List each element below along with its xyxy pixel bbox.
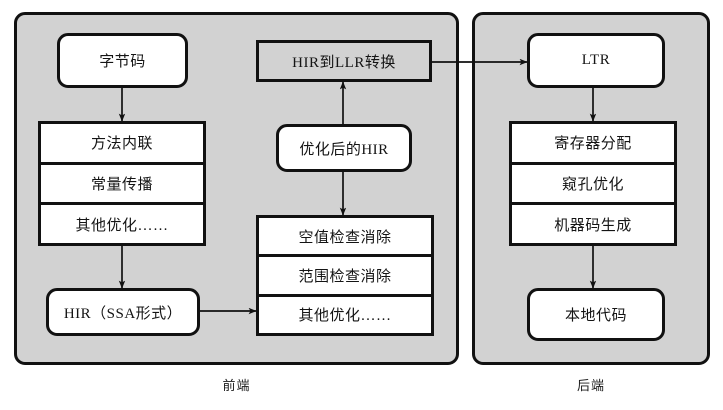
stack-cell-peephole-optimization[interactable]: 窥孔优化 (512, 165, 674, 206)
caption-backend: 后端 (576, 378, 605, 393)
stack-cell-machine-code-generation[interactable]: 机器码生成 (554, 217, 632, 234)
node-optimized-hir[interactable]: 优化后的HIR (276, 124, 412, 172)
node-ltr[interactable]: LTR (527, 33, 665, 88)
stack-cell-other-optimizations[interactable]: 其他优化…… (75, 217, 169, 234)
stack-frontend-optimizations: 方法内联 常量传播 其他优化…… (38, 121, 206, 246)
node-hir-to-llr-conversion[interactable]: HIR到LLR转换 (256, 40, 432, 82)
stack-backend-codegen: 寄存器分配 窥孔优化 机器码生成 (509, 121, 677, 246)
node-hir-ssa-form[interactable]: HIR（SSA形式） (46, 288, 200, 336)
stack-frontend-checks: 空值检查消除 范围检查消除 其他优化…… (256, 215, 434, 336)
node-native-code-label: 本地代码 (564, 308, 627, 324)
caption-frontend: 前端 (222, 378, 251, 393)
stack-cell-range-check-elimination[interactable]: 范围检查消除 (259, 257, 431, 297)
stack-cell-other-optimizations-2[interactable]: 其他优化…… (298, 308, 392, 325)
node-hir-ssa-form-label: HIR（SSA形式） (63, 305, 183, 322)
stack-cell-method-inlining[interactable]: 方法内联 (41, 124, 203, 165)
node-hir-to-llr-conversion-label: HIR到LLR转换 (292, 54, 396, 71)
node-native-code[interactable]: 本地代码 (527, 288, 665, 341)
node-bytecode[interactable]: 字节码 (57, 33, 188, 88)
node-optimized-hir-label: 优化后的HIR (299, 141, 389, 158)
stack-cell-constant-propagation[interactable]: 常量传播 (41, 165, 203, 206)
stack-cell-register-allocation[interactable]: 寄存器分配 (512, 124, 674, 165)
node-ltr-label: LTR (581, 52, 611, 68)
stack-cell-null-check-elimination[interactable]: 空值检查消除 (259, 218, 431, 258)
node-bytecode-label: 字节码 (99, 54, 146, 70)
